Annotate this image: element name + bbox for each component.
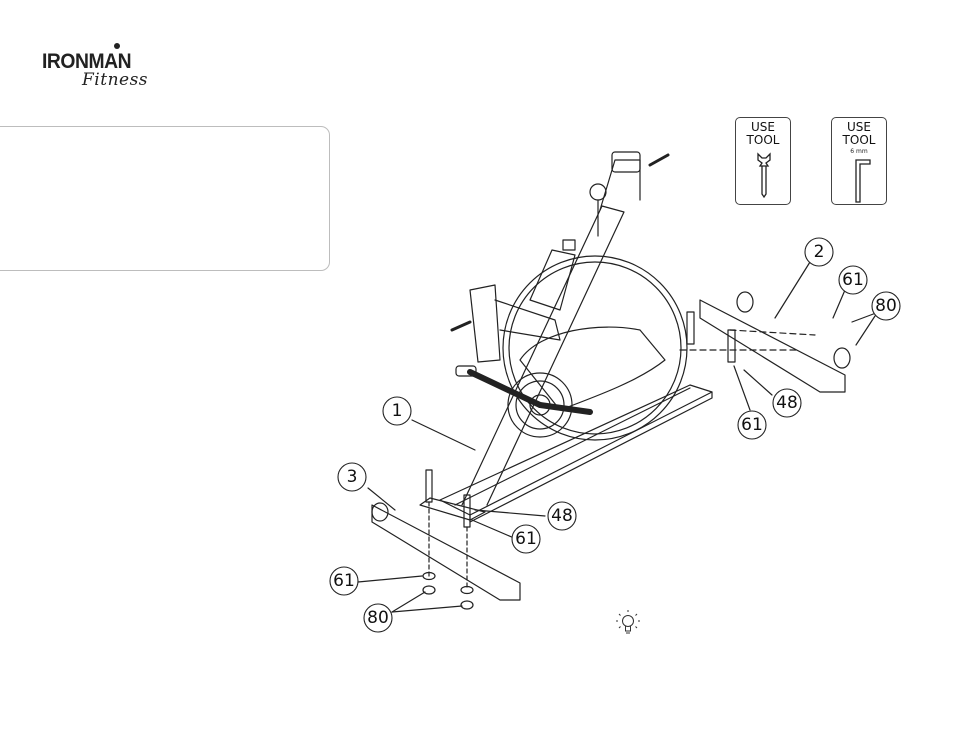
part-callout-circle: [772, 388, 802, 418]
tool-card-label-line1: USE: [751, 120, 775, 134]
part-label-61: 61: [842, 270, 864, 290]
part-callout-circle: [804, 237, 834, 267]
part-label-48: 48: [776, 393, 798, 413]
instruction-text-box: [0, 126, 330, 271]
rear-bolt-left: [686, 311, 695, 345]
part-label-3: 3: [347, 467, 358, 487]
part-callout-circle: [737, 410, 767, 440]
washer: [422, 571, 436, 581]
hex-key-icon: [855, 159, 871, 203]
logo-subtitle: Fitness: [82, 70, 149, 90]
tool-card-label-line2: TOOL: [842, 133, 876, 147]
front-bolt-left: [425, 469, 433, 503]
part-callout-circle: [547, 501, 577, 531]
chain-guard: [519, 326, 666, 411]
part-label-61: 61: [333, 571, 355, 591]
part-label-80: 80: [367, 608, 389, 628]
seat-post: [599, 159, 641, 211]
tool-size-label: 6 mm: [850, 148, 868, 155]
wrench-icon: [757, 152, 771, 199]
nut: [422, 585, 436, 595]
part-callout-circle: [329, 566, 359, 596]
handlebar-stem: [469, 284, 501, 363]
tool-card-hex-key: USE TOOL 6 mm: [831, 117, 887, 205]
part-label-80: 80: [875, 296, 897, 316]
rear-bolt-right: [727, 329, 736, 363]
part-callout-circle: [363, 603, 393, 633]
water-bottle: [529, 249, 576, 311]
flywheel: [502, 255, 688, 441]
part-label-2: 2: [814, 242, 825, 262]
logo-brand: IRONMAN: [42, 50, 132, 73]
tool-card-wrench: USE TOOL: [735, 117, 791, 205]
resistance-knob: [589, 183, 607, 201]
part-label-48: 48: [551, 506, 573, 526]
front-stabilizer: [371, 504, 521, 601]
frame-down-tube: [461, 205, 625, 506]
tool-card-label-line2: TOOL: [746, 133, 780, 147]
part-callout-circle: [382, 396, 412, 426]
tool-card-label-line1: USE: [847, 120, 871, 134]
part-callout-circle: [337, 462, 367, 492]
part-callout-circle: [871, 291, 901, 321]
part-callout-circle: [511, 524, 541, 554]
lightbulb-icon: [616, 610, 640, 634]
ironman-fitness-logo: IRONMAN Fitness: [42, 40, 167, 96]
rear-stabilizer: [699, 299, 846, 393]
logo-dot: [114, 43, 120, 49]
part-label-61: 61: [515, 529, 537, 549]
crank-hub: [507, 372, 573, 438]
part-label-61: 61: [741, 415, 763, 435]
part-callout-circle: [838, 265, 868, 295]
part-label-1: 1: [392, 401, 403, 421]
